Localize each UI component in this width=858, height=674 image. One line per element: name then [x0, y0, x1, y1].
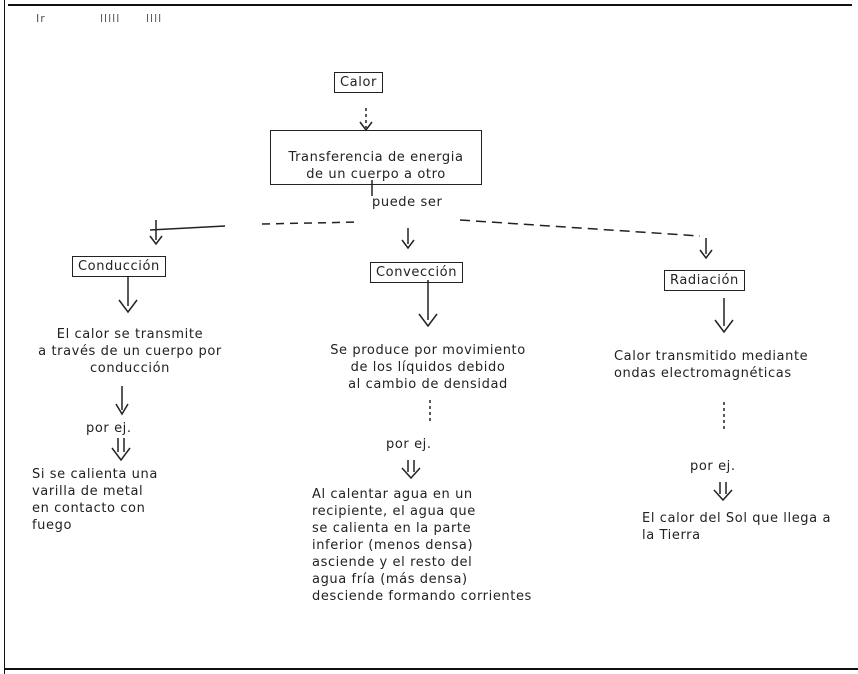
branch-title-label: Radiación [670, 273, 739, 288]
arrow-branch1 [149, 220, 163, 246]
branch-title-label: Conducción [78, 259, 160, 274]
definition-node: Transferencia de energia de un cuerpo a … [270, 130, 482, 185]
example-label-radiacion: por ej. [690, 459, 736, 474]
dist-right [459, 219, 701, 237]
branch-title-radiacion: Radiación [664, 270, 745, 291]
connector-text: puede ser [372, 195, 443, 210]
top-rule [8, 4, 852, 6]
branch-description-conveccion: Se produce por movimiento de los líquido… [330, 343, 526, 392]
header-mark-2: lllll [100, 12, 121, 25]
double-arrow-b1 [111, 438, 131, 462]
example-radiacion: El calor del Sol que llega a la Tierra [642, 511, 832, 543]
header-mark-1: Ir [36, 12, 46, 25]
definition-text: Transferencia de energia de un cuerpo a … [288, 150, 464, 182]
header-mark-3: llll [146, 12, 163, 25]
branch-description-conduccion: El calor se transmite a través de un cue… [38, 327, 222, 376]
branch-title-conveccion: Convección [370, 262, 464, 283]
arrow-branch2 [401, 228, 415, 250]
branch-title-conduccion: Conducción [72, 256, 166, 277]
branch-description-radiacion: Calor transmitido mediante ondas electro… [614, 349, 809, 381]
bottom-rule [4, 668, 858, 670]
arrow-b3-desc [714, 298, 734, 334]
root-label: Calor [340, 75, 377, 90]
arrow-b1-desc [118, 276, 138, 314]
branch-title-label: Convección [376, 265, 458, 280]
example-conduccion: Si se calienta una varilla de metal en c… [32, 467, 158, 533]
arrow-branch3 [699, 238, 713, 260]
example-label-conveccion: por ej. [386, 437, 432, 452]
dist-left-2 [261, 221, 361, 225]
left-border [4, 0, 5, 674]
example-label-conduccion: por ej. [86, 421, 132, 436]
double-arrow-b2 [401, 460, 421, 480]
arrow-b1-ex [115, 386, 129, 416]
double-arrow-b3 [713, 482, 733, 502]
root-node: Calor [334, 72, 383, 93]
example-conveccion: Al calentar agua en un recipiente, el ag… [312, 487, 532, 604]
arrow-b2-desc [418, 280, 438, 328]
dist-left-1 [149, 225, 226, 231]
